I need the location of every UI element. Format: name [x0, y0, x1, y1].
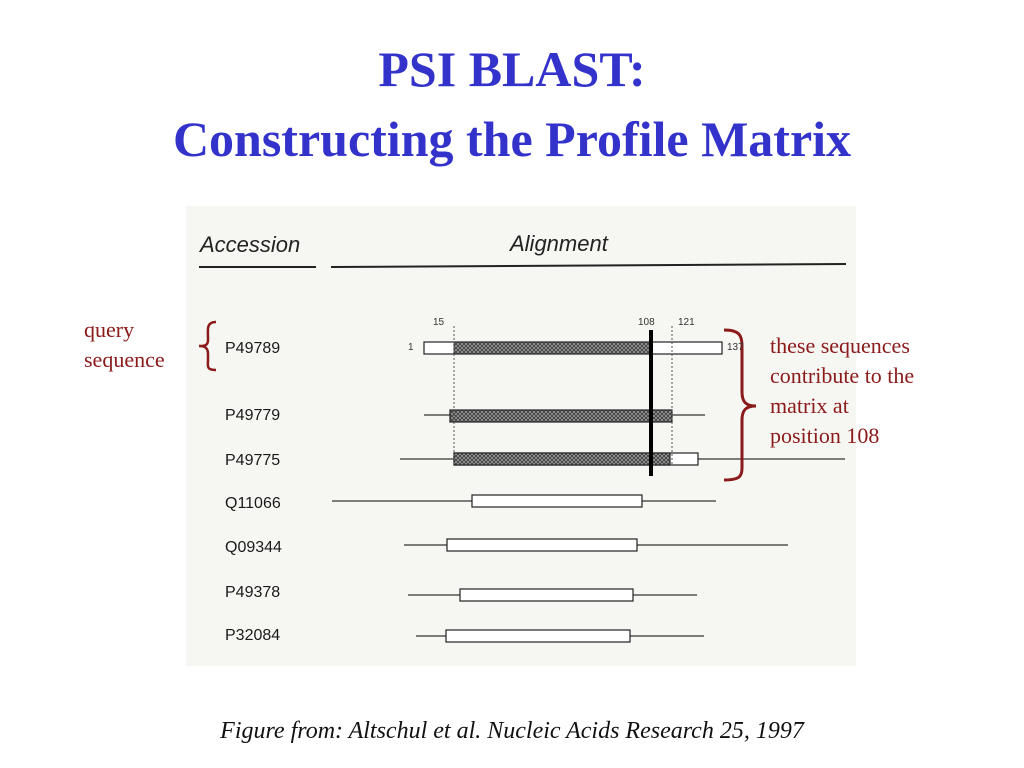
contributing-sequences-annotation: these sequences contribute to the matrix…	[770, 333, 915, 448]
alignment-header-underline	[330, 263, 847, 268]
tick-label-end: 137	[727, 342, 744, 353]
accession-label: P49789	[225, 340, 281, 357]
figure-caption: Figure from: Altschul et al. Nucleic Aci…	[220, 718, 804, 744]
slide-title-line2: Constructing the Profile Matrix	[172, 111, 852, 167]
accession-label: P49775	[225, 452, 281, 469]
tick-label-121: 121	[678, 317, 695, 328]
query-hatched-region	[453, 341, 651, 355]
query-brace	[198, 320, 217, 372]
accession-label: P49779	[225, 407, 281, 424]
accession-label: P32084	[225, 627, 281, 644]
hit-box-P32084	[445, 629, 631, 643]
hit-box-P49378	[459, 588, 634, 602]
header-alignment: Alignment	[510, 231, 608, 256]
slide-title-line1: PSI BLAST:	[378, 41, 646, 97]
tick-label-start: 1	[408, 342, 414, 353]
contrib-brace	[723, 328, 757, 482]
accession-label: Q09344	[225, 539, 282, 556]
tick-label-108: 108	[638, 317, 655, 328]
hit-hatched-P49779	[449, 409, 673, 423]
query-sequence-annotation: query sequence	[84, 317, 165, 372]
hit-box-Q11066	[471, 494, 643, 508]
hit-box-Q09344	[446, 538, 638, 552]
accession-label: P49378	[225, 584, 281, 601]
tick-label-15: 15	[433, 317, 445, 328]
accession-label: Q11066	[225, 495, 281, 512]
header-accession: Accession	[200, 232, 301, 257]
hit-hatched-P49775	[453, 452, 671, 466]
